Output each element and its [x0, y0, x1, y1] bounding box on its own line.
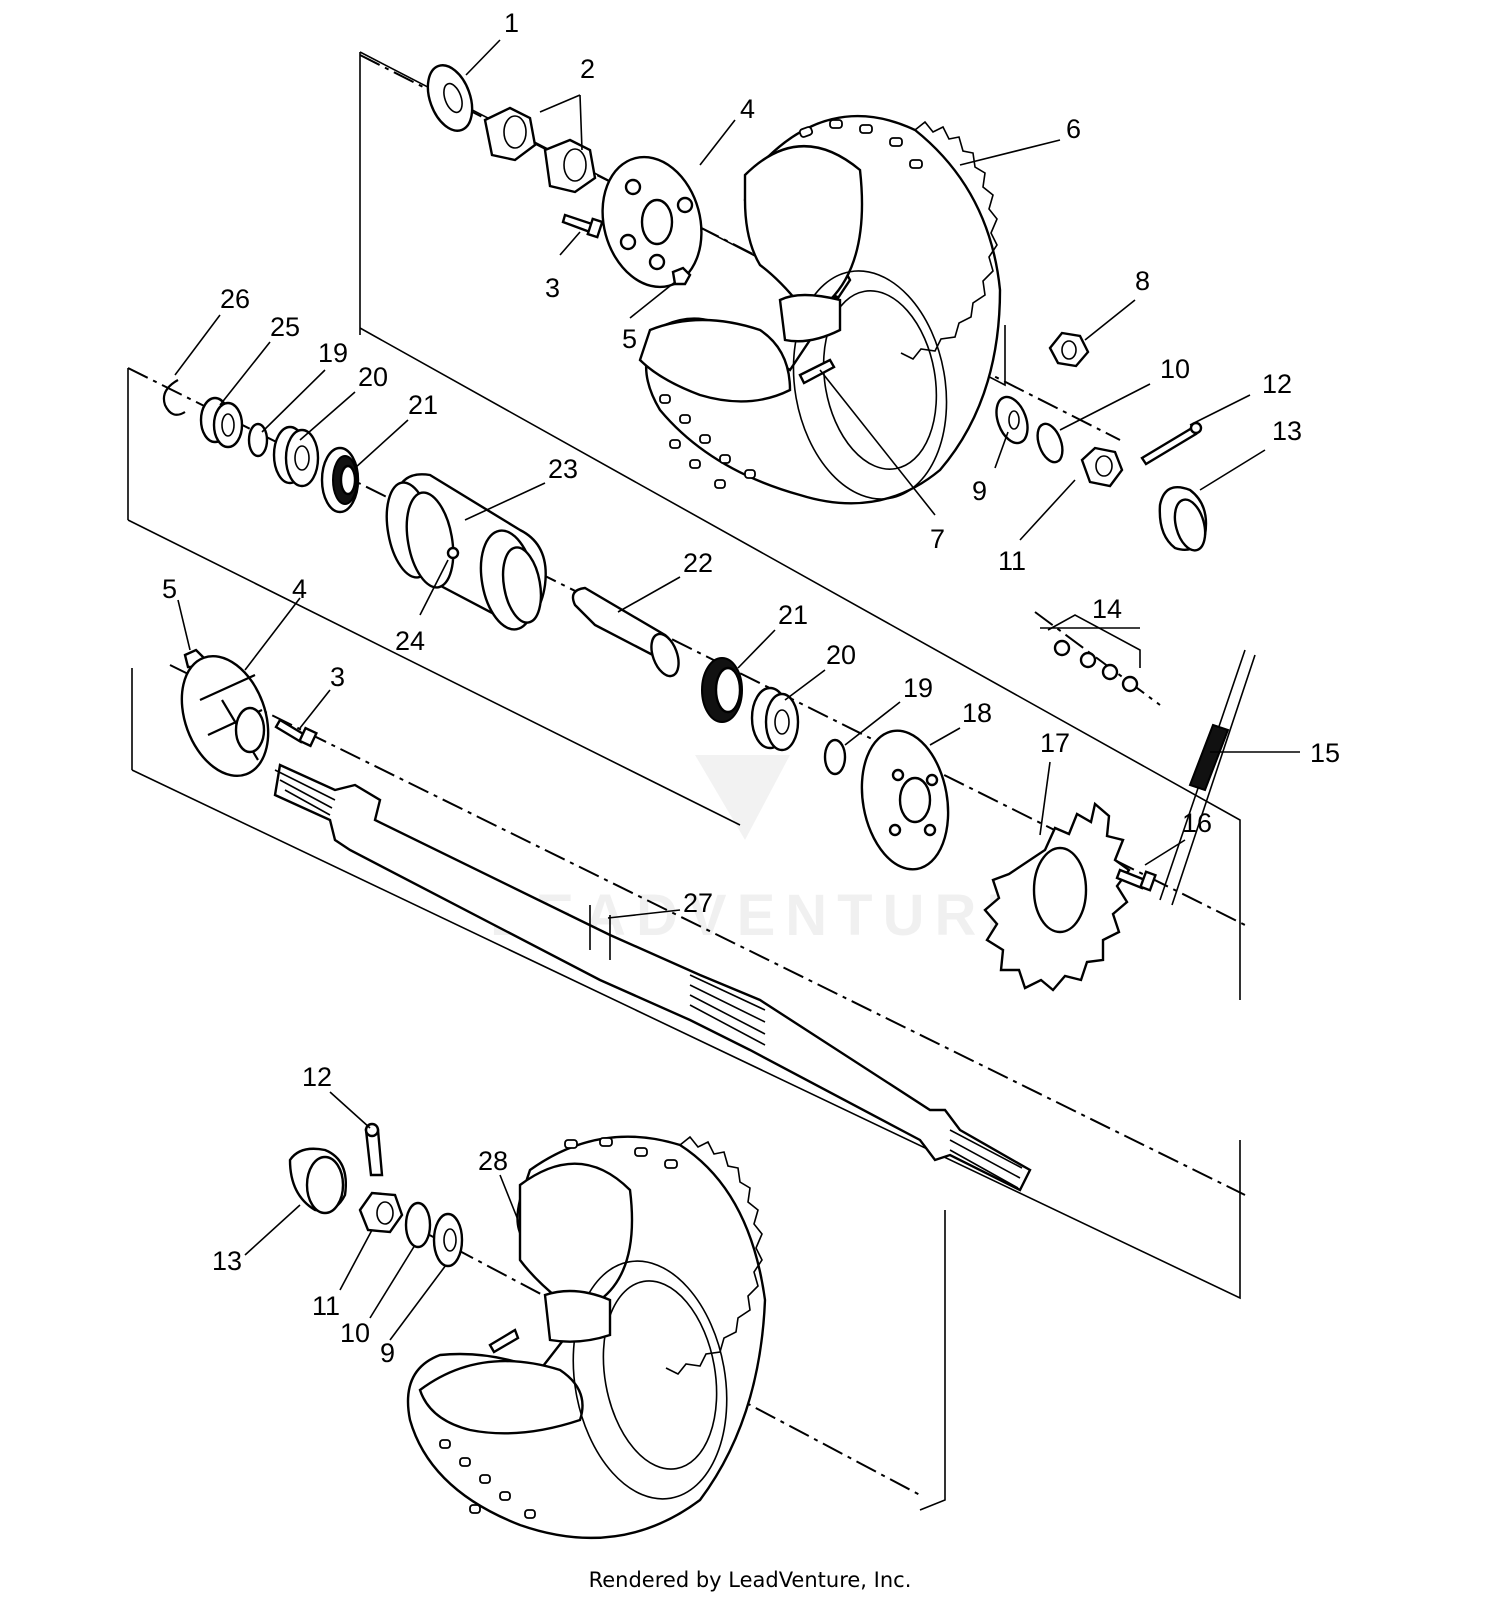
callout-19: 19	[318, 338, 348, 368]
callout-22: 22	[683, 548, 713, 578]
callout-26: 26	[220, 284, 250, 314]
callout-25: 25	[270, 312, 300, 342]
callout-18: 18	[962, 698, 992, 728]
callout-7: 7	[930, 524, 945, 554]
callout-labels: 1 2 3 4 5 6 7 8 9 10 11 12 13 26 25 19 2…	[162, 8, 1340, 1368]
callout-2: 2	[580, 54, 595, 84]
part-3-bolt-lower	[274, 718, 318, 748]
part-9-washer-lower	[432, 1212, 464, 1268]
callout-14: 14	[1092, 594, 1122, 624]
callout-3-lower: 3	[330, 662, 345, 692]
callout-1: 1	[504, 8, 519, 38]
axle-assembly	[180, 648, 1032, 1192]
callout-11: 11	[998, 546, 1026, 576]
callout-21-lower: 21	[778, 600, 808, 630]
part-20-seal-lower	[750, 686, 800, 752]
part-18-flange	[860, 729, 950, 871]
part-20-seal-upper	[272, 425, 320, 488]
callout-13-lower: 13	[212, 1246, 242, 1276]
callout-3: 3	[545, 273, 560, 303]
callout-15: 15	[1310, 738, 1340, 768]
part-26-snap-ring	[162, 379, 186, 416]
part-12-cotter-pin-lower	[364, 1122, 384, 1177]
callout-17: 17	[1040, 728, 1070, 758]
callout-12-lower: 12	[302, 1062, 332, 1092]
part-11-castle-nut-lower	[358, 1191, 404, 1234]
callout-23: 23	[548, 454, 578, 484]
footer-credit: Rendered by LeadVenture, Inc.	[588, 1568, 912, 1592]
part-4-hub	[601, 155, 703, 289]
part-28-tire	[406, 1135, 767, 1539]
callout-19-lower: 19	[903, 673, 933, 703]
part-7-stud	[798, 358, 836, 385]
part-12-cotter-pin	[1140, 421, 1203, 466]
callout-6: 6	[1066, 114, 1081, 144]
callout-11-lower: 11	[312, 1291, 340, 1321]
part-21-bearing-lower	[701, 657, 743, 723]
callout-20-lower: 20	[826, 640, 856, 670]
callout-9: 9	[972, 476, 987, 506]
part-23-bearing-carrier	[385, 473, 547, 631]
part-13-cap-lower	[288, 1147, 347, 1215]
callout-28: 28	[478, 1146, 508, 1176]
upper-wheel-assembly	[426, 64, 1208, 552]
callout-27: 27	[683, 888, 713, 918]
part-27-axle	[273, 763, 1032, 1192]
part-2-nuts	[483, 106, 597, 194]
part-9-washer	[995, 395, 1029, 445]
part-15-chain	[1159, 649, 1256, 906]
callout-16: 16	[1182, 808, 1212, 838]
callout-9-lower: 9	[380, 1338, 395, 1368]
callout-10: 10	[1160, 354, 1190, 384]
callout-5-lower: 5	[162, 574, 177, 604]
lower-wheel-assembly	[288, 1122, 767, 1539]
part-16-bolt	[1115, 868, 1157, 892]
part-10-washer-lower	[404, 1201, 432, 1249]
callout-20: 20	[358, 362, 388, 392]
part-19-o-ring-lower	[823, 738, 847, 776]
callout-8: 8	[1135, 266, 1150, 296]
part-1-washer	[426, 64, 474, 132]
part-11-castle-nut	[1080, 446, 1124, 488]
callout-4: 4	[740, 94, 755, 124]
part-3-bolt	[561, 213, 604, 239]
callout-10-lower: 10	[340, 1318, 370, 1348]
part-17-sprocket	[983, 801, 1131, 992]
callout-21: 21	[408, 390, 438, 420]
part-10-washer	[1036, 422, 1064, 464]
part-22-spacer	[571, 586, 680, 678]
bearing-carrier-assembly	[162, 379, 1256, 992]
part-8-nut	[1048, 331, 1090, 368]
callout-13: 13	[1272, 416, 1302, 446]
part-25-seal	[199, 396, 244, 449]
part-6-tire	[638, 114, 1002, 505]
part-13-cap	[1158, 485, 1208, 552]
part-21-bearing-upper	[320, 446, 360, 514]
callout-12: 12	[1262, 369, 1292, 399]
leader-lines	[174, 39, 1300, 1341]
callout-5: 5	[622, 324, 637, 354]
part-14-master-link	[1047, 614, 1141, 693]
part-4-hub-lower	[180, 654, 270, 778]
callout-4-lower: 4	[292, 574, 307, 604]
callout-24: 24	[395, 626, 425, 656]
